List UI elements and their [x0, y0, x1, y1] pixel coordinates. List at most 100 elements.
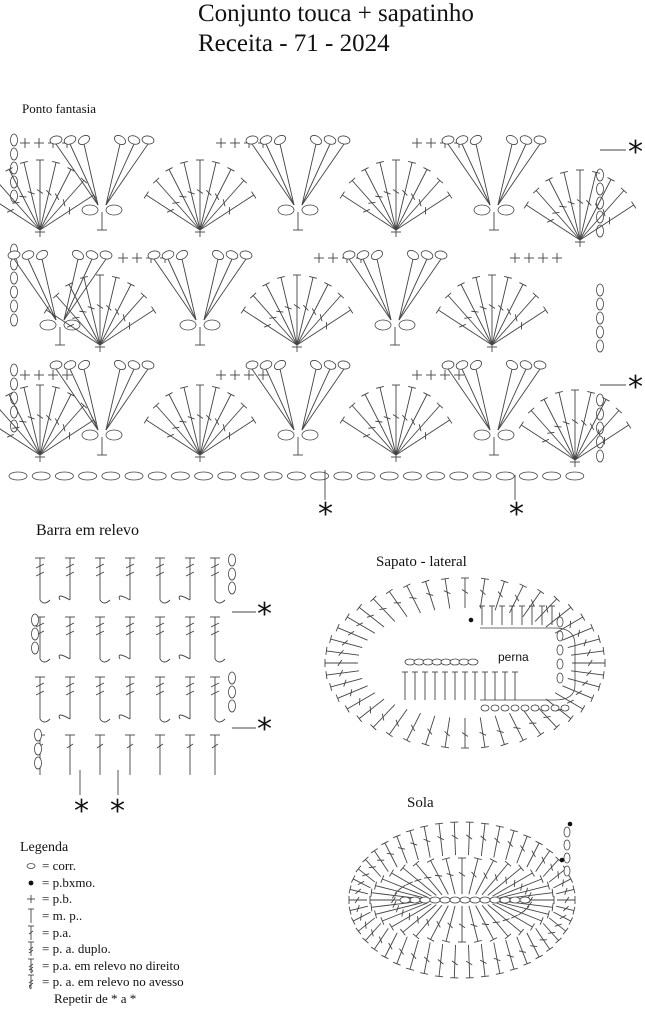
stitch-line — [6, 208, 14, 213]
stitch-line — [55, 368, 99, 431]
stitch-line — [475, 143, 491, 206]
stitch-line — [562, 421, 570, 425]
chain-stitch — [228, 699, 236, 713]
stitch-line — [210, 682, 220, 688]
repeat-mark-fantasia-top: * — [628, 135, 643, 170]
stitch-line — [480, 577, 489, 580]
stitch-line — [575, 690, 583, 696]
chain-stitch — [63, 135, 77, 145]
stitch-line — [546, 946, 554, 952]
chain-stitch — [556, 672, 564, 684]
chain-stitch — [105, 204, 123, 216]
stitch-line — [480, 822, 490, 825]
stitch-line — [279, 143, 295, 206]
chain-stitch — [404, 658, 416, 666]
chain-stitch — [245, 360, 259, 370]
stitch-line — [471, 871, 477, 878]
stitch-line — [592, 171, 601, 174]
stitch-line — [447, 368, 491, 431]
stitch-line — [395, 162, 413, 231]
stitch-line — [521, 424, 576, 461]
chain-stitch — [533, 135, 547, 145]
stitch-line — [409, 939, 419, 970]
stitch-line — [95, 563, 105, 569]
chain-stitch — [10, 299, 18, 313]
stitch-line — [46, 309, 101, 346]
stitch-line — [374, 910, 377, 919]
stitch-line — [497, 368, 513, 431]
chain-stitch — [441, 360, 455, 370]
chain-stitch — [337, 135, 351, 145]
stitch-line — [222, 424, 226, 432]
chain-stitch — [402, 471, 422, 481]
stitch-line — [125, 690, 135, 696]
stitch-line — [172, 426, 180, 429]
stitch-line — [214, 193, 220, 201]
stitch-line — [392, 189, 400, 194]
stitch-line — [358, 698, 385, 720]
legend-row: = p.a. — [20, 924, 184, 941]
stitch-line — [567, 603, 574, 611]
stitch-line — [28, 963, 34, 968]
stitch-line — [546, 848, 554, 854]
stitch-line — [568, 917, 574, 925]
stitch-line — [383, 191, 391, 195]
chain-stitch — [10, 391, 18, 405]
repeat-mark-barra-bottom: * — [257, 712, 272, 747]
stitch-line — [303, 304, 309, 311]
stitch-line — [35, 622, 45, 628]
legend-text: = m. p.. — [42, 908, 83, 924]
stitch-line — [185, 690, 195, 696]
stitch-line — [506, 308, 512, 316]
stitch-line — [479, 731, 487, 736]
stitch-line — [548, 917, 566, 932]
stitch-line — [497, 368, 527, 431]
stitch-line — [370, 903, 373, 912]
legend-text: = p.b. — [42, 891, 73, 907]
stitch-line — [80, 402, 88, 409]
stitch-line — [179, 386, 188, 389]
stitch-line — [243, 309, 298, 346]
stitch-line — [396, 836, 408, 864]
chain-stitch — [470, 360, 482, 370]
chain-stitch — [212, 250, 224, 260]
section-label-sola: Sola — [407, 795, 434, 811]
stitch-line — [284, 306, 292, 310]
stitch-line — [504, 933, 512, 940]
stitch-line — [375, 195, 383, 198]
stitch-line — [380, 875, 385, 883]
stitch-line — [468, 905, 479, 942]
stitch-line — [348, 906, 352, 915]
stitch-line — [507, 840, 513, 847]
ponto-fantasia-chart — [0, 133, 637, 500]
stitch-line — [426, 858, 435, 863]
stitch-line — [580, 705, 586, 713]
chain-stitch — [301, 429, 319, 441]
stitch-line — [122, 314, 126, 322]
chain-stitch — [596, 196, 604, 210]
stitch-line — [392, 961, 401, 966]
stitch-line — [251, 191, 257, 199]
stitch-line — [461, 143, 491, 206]
stitch-line — [276, 310, 284, 313]
stitch-line — [543, 399, 576, 461]
chain-stitch — [356, 471, 376, 481]
stitch-line — [395, 387, 413, 456]
chain-stitch — [458, 658, 470, 666]
stitch-line — [210, 690, 220, 696]
stitch-line — [579, 204, 634, 241]
chain-stitch — [10, 377, 18, 391]
stitch-line — [421, 742, 430, 747]
stitch-line — [414, 878, 422, 882]
legend-row: = p.bxmo. — [20, 875, 184, 892]
stitch-line — [396, 936, 408, 964]
page-title-line2: Receita - 71 - 2024 — [198, 30, 390, 57]
sola-chart — [348, 821, 576, 979]
stitch-line — [348, 402, 356, 409]
stitch-line — [5, 167, 13, 172]
stitch-line — [279, 368, 295, 431]
stitch-line — [203, 258, 233, 321]
stitch-line — [155, 690, 165, 696]
chain-stitch — [467, 658, 479, 666]
stitch-line — [95, 622, 105, 628]
